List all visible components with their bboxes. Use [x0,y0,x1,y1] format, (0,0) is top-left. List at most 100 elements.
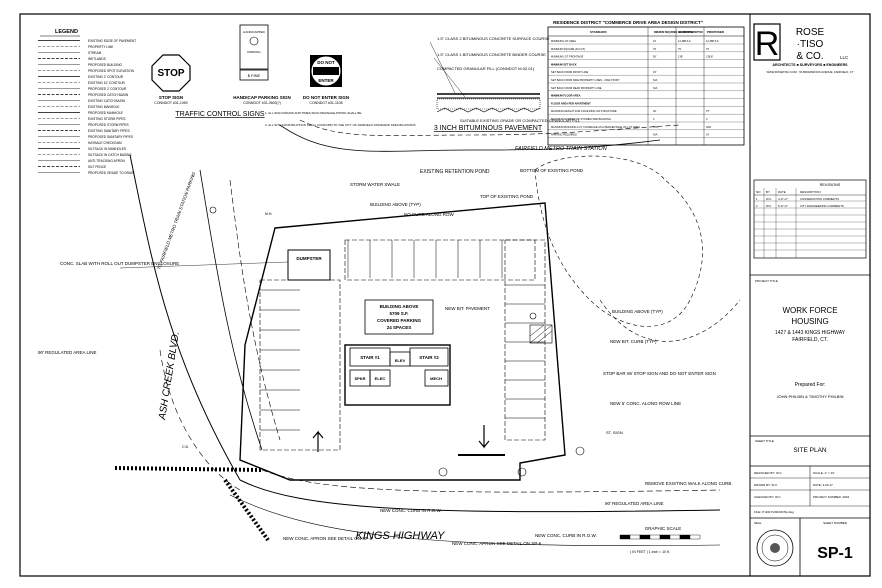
building-box-line3: COVERED PARKING [377,318,421,323]
zoning-cell: 12,488 S.F. [678,39,691,43]
new-curb-row-label: NEW 5' CONC. ALONG ROW LINE [610,401,681,406]
legend-item-label: PROPOSED MANHOLE [88,111,123,115]
zoning-cell: SET BACK FROM FRONT LINE [551,70,589,74]
project-address: 1427 & 1443 KINGS HIGHWAY [775,330,846,336]
firm-name-line1: ROSE [796,27,825,38]
kings-hwy-row-line [261,469,721,493]
hatch-lines [529,324,553,344]
pavement-title: 3 INCH BITUMINOUS PAVEMENT [434,125,543,132]
site-property-line [239,202,566,481]
seal-label: SEAL [754,521,762,525]
legend-item-label: EXISTING STORM PIPES [88,117,126,121]
building-box-line2: 5709 S.F. [389,311,408,316]
legend: LEGEND EXISTING EDGE OF PAVEMENTPROPERTY… [38,29,136,175]
pavement-detail: 1.5" CLASS 2 BITUMINOUS CONCRETE SURFACE… [429,36,581,132]
zoning-cell: FLOOR AREA PER APARTMENT [551,101,591,105]
building-box-line1: BUILDING ABOVE [380,304,419,309]
sheet-title-label: SHEET TITLE [755,439,774,443]
dne-line2: ENTER [318,78,334,83]
revision-header-cell: DESCRIPTION [800,190,821,194]
legend-item-label: WETLANDS [88,57,106,61]
scale-segment [649,534,661,540]
station-road-north [299,119,681,136]
elev-label: ELEV [395,358,406,363]
zoning-cell: N/A [653,86,658,90]
handicap-stall-hatch [529,324,553,344]
bottom-pond-label: BOTTOM OF EXISTING POND [520,168,584,173]
sheet-info-block: SHEET TITLE SITE PLAN DESIGNED BY: W.C. … [750,435,870,576]
handicap-sign-ref: CONNDOT #31-0600(?) [243,101,281,105]
revision-header-cell: NO [756,190,761,194]
station-road-south [279,124,661,152]
legend-item-label: PROPOSED BUILDING [88,63,123,67]
ash-creek-label: ASH CREEK BLVD. [157,331,182,422]
zoning-cell: MINIMUM SQUARE (IN LOT) [551,47,585,51]
elec-label: ELEC [375,376,386,381]
revision-cell: 5-17-17 [778,204,788,208]
ash-creek-row-line [229,179,281,441]
parking-stalls [260,240,545,431]
firm-address: WWW.ROSETISO.COM · 50 BRIARWOOD AVENUE, … [766,70,853,74]
building-typ-right-label: BUILDING ABOVE (TYP) [612,309,663,314]
curb-mid-label: NEW CONC. CURB IN R.O.W. [535,533,597,538]
manhole-icon-2 [438,467,448,477]
new-conc-curb-label: NEW CONC. CURB IN R.O.W. [380,508,442,513]
zoning-header-cell: STANDARD [590,30,607,34]
handicap-sign-top: HANDICAPPED [243,30,266,34]
retention-pond-top [534,155,703,327]
legend-item-label: SILT FENCE [88,165,106,169]
legend-item-label: EXISTING EDGE OF PAVEMENT [88,39,136,43]
sheet-file: FILE: P:\2017\2904\SITE.dwg [754,510,794,514]
dumpster-label: DUMPSTER [296,256,322,261]
zoning-cell: SET BACK FROM SIDE PROPERTY LINES - ONE … [551,78,620,82]
legend-item-label: PROPOSED CATCH BASIN [88,93,129,97]
revision-header-cell: DATE [778,190,786,194]
wheelchair-icon [249,36,259,46]
zoning-table-frame [547,26,745,146]
graphic-scale-bar [619,534,701,540]
zoning-cell: 37' [706,109,710,113]
firm-name-line2: ·TISO [797,39,824,50]
legend-item-label: STREAM [88,51,102,55]
stair2-label: STAIR #2 [419,355,439,360]
seal-center-icon [770,543,780,553]
dne-sign-ref: CONNDOT #31-1108 [309,101,342,105]
dumpster-enclosure [287,249,331,281]
sheet-project-number: PROJECT NUMBER: 2904 [813,495,849,499]
swale-label: STORM WATER SWALE [350,182,400,187]
regulated-area-line-left [159,349,241,491]
seal-icon [756,529,794,567]
zoning-header-cell: MINIMUM REQUIRED MAXIMUM PERMITTED [654,31,703,34]
exit-arrow-icon [478,425,490,449]
handicap-sign-icon [239,24,269,70]
graphic-scale-title: GRAPHIC SCALE [645,526,682,531]
firm-logo-icon: R [755,25,780,63]
legend-item-label: EXISTING 2' CONTOUR [88,75,124,79]
stop-sign-icon [151,54,191,92]
zoning-cell: N/A [653,78,658,82]
legend-item-label: PROPOSED 2' CONTOUR [88,87,127,91]
handicap-fine-plate [239,69,269,81]
firm-suffix: LLC [840,55,849,60]
revision-header-cell: BY [766,190,770,194]
building-summary-box [364,299,434,335]
zoning-cell: 138.8' [706,55,713,59]
manhole-icon-4 [575,446,585,456]
building-east-wing [504,239,546,441]
scale-segment [679,534,691,540]
firm-logo-frame [753,23,781,61]
revision-cell: W.C. [766,204,772,208]
zoning-cell: MAXIMUM BUILDING LOT COVERAGE AS A PERCE… [551,125,640,129]
manhole-icon [209,206,217,214]
manhole-icon-3 [517,467,527,477]
sign-note-1: 1. ALL SIGN DRAINS AND TIMES SIGN DRAINA… [265,111,361,115]
zoning-cell: MINIMUM SET BACK [551,62,577,66]
zoning-cell: PARKING REQUIRED [551,133,577,137]
elevator-room [389,351,411,367]
stop-sign-label: STOP SIGN [159,95,183,100]
zoning-header-cell: EXISTING [679,30,694,34]
legend-item-label: SILTSACK IN CATCH BASINS [88,153,131,157]
zoning-cell: 15' [653,70,657,74]
